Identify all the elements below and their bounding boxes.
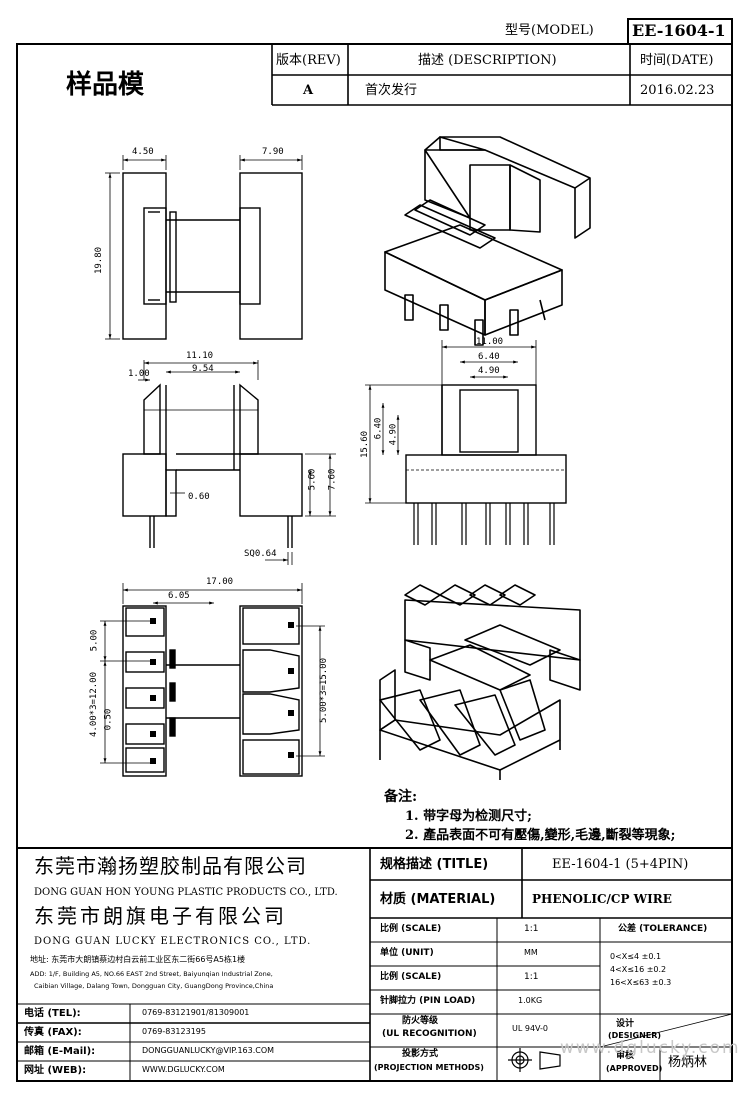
tel-label: 电话 (TEL): xyxy=(24,1008,81,1019)
dim-label: 6.05 xyxy=(168,591,190,601)
scale2-label: 比例 (SCALE) xyxy=(380,972,442,982)
ul-label-en: (UL RECOGNITION) xyxy=(382,1029,477,1039)
tolerance-row: 16<X≤63 ±0.3 xyxy=(610,978,672,987)
designer-label: 设计 xyxy=(616,1019,635,1029)
dim-label: 7.60 xyxy=(327,468,338,491)
ul-label: 防火等级 xyxy=(402,1016,439,1026)
ul-value: UL 94V-0 xyxy=(512,1024,549,1033)
dim-label: 5.00*3=15.00 xyxy=(319,657,330,724)
dim-label: 5.60 xyxy=(307,468,318,491)
projection-label: 投影方式 xyxy=(402,1049,439,1059)
title-value: EE-1604-1 (5+4PIN) xyxy=(552,857,689,872)
isometric-view-top xyxy=(384,136,591,346)
sample-label: 样品模 xyxy=(66,70,145,100)
dim-label: 4.90 xyxy=(478,366,500,376)
unit-label: 单位 (UNIT) xyxy=(380,948,434,958)
dim-label: 9.54 xyxy=(192,364,214,374)
note-1: 1. 带字母为检测尺寸; xyxy=(405,809,532,824)
dim-label: 11.10 xyxy=(186,351,214,361)
title-label: 规格描述 (TITLE) xyxy=(380,857,489,872)
company-en-2: DONG GUAN LUCKY ELECTRONICS CO., LTD. xyxy=(34,936,312,947)
date-header: 时间(DATE) xyxy=(640,53,714,68)
pin-load-label: 针脚拉力 (PIN LOAD) xyxy=(380,996,476,1006)
dim-label: 7.90 xyxy=(262,147,284,157)
pin-load-value: 1.0KG xyxy=(518,996,543,1005)
dim-label: 4.90 xyxy=(388,423,399,446)
email-label: 邮箱 (E-Mail): xyxy=(24,1046,96,1057)
fax-value: 0769-83123195 xyxy=(142,1027,206,1036)
scale-label: 比例 (SCALE) xyxy=(380,924,442,934)
address-en-2: Caibian Village, Dalang Town, Dongguan C… xyxy=(34,982,274,990)
view-top-left xyxy=(105,155,303,340)
dim-label: 19.80 xyxy=(94,246,105,275)
dim-label: 11.00 xyxy=(476,337,504,347)
dim-label: SQ0.64 xyxy=(244,549,277,559)
model-box xyxy=(627,18,733,45)
rev-value: A xyxy=(303,83,314,98)
dim-label: 0.60 xyxy=(188,492,210,502)
email-value[interactable]: DONGGUANLUCKY@VIP.163.COM xyxy=(142,1046,275,1055)
view-bottom xyxy=(100,583,325,777)
view-front xyxy=(365,340,567,545)
desc-header: 描述 (DESCRIPTION) xyxy=(418,53,557,68)
dim-label: 4.50 xyxy=(132,147,154,157)
dim-label: 5.00 xyxy=(89,629,100,652)
unit-value: MM xyxy=(524,948,538,957)
dim-label: 17.00 xyxy=(206,577,234,587)
scale-value: 1:1 xyxy=(524,924,539,934)
approved-label: 审核 xyxy=(616,1051,635,1061)
model-label: 型号(MODEL) xyxy=(505,23,594,38)
approved-label-en: (APPROVED) xyxy=(606,1064,663,1073)
tel-value: 0769-83121901/81309001 xyxy=(142,1008,250,1017)
rev-header: 版本(REV) xyxy=(276,53,341,68)
date-value: 2016.02.23 xyxy=(640,83,715,98)
dim-label: 4.00*3=12.00 xyxy=(89,671,100,738)
notes-title: 备注: xyxy=(384,789,418,805)
dim-label: 1.00 xyxy=(128,369,150,379)
scale2-value: 1:1 xyxy=(524,972,539,982)
tolerance-row: 4<X≤16 ±0.2 xyxy=(610,965,667,974)
isometric-view-bottom xyxy=(379,584,581,780)
tolerance-header: 公差 (TOLERANCE) xyxy=(618,924,708,934)
projection-symbol-icon xyxy=(508,1048,561,1072)
dim-label: 15.60 xyxy=(360,430,371,459)
address-en-1: ADD: 1/F, Building A5, NO.66 EAST 2nd St… xyxy=(30,970,273,978)
model-value: EE-1604-1 xyxy=(632,21,726,40)
title-block xyxy=(17,847,733,1081)
web-value[interactable]: WWW.DGLUCKY.COM xyxy=(142,1065,225,1074)
projection-label-en: (PROJECTION METHODS) xyxy=(374,1063,484,1072)
material-value: PHENOLIC/CP WIRE xyxy=(532,892,672,906)
web-label: 网址 (WEB): xyxy=(24,1065,87,1076)
fax-label: 传真 (FAX): xyxy=(24,1027,82,1038)
company-cn-2: 东莞市朗旗电子有限公司 xyxy=(34,904,287,928)
tolerance-row: 0<X≤4 ±0.1 xyxy=(610,952,662,961)
dim-label: 0.50 xyxy=(103,708,114,731)
address-cn: 地址: 东莞市大朗镇蔡边村白云前工业区东二街66号A5栋1楼 xyxy=(30,955,246,964)
dim-label: 6.40 xyxy=(373,417,384,440)
material-label: 材质 (MATERIAL) xyxy=(380,892,496,907)
designer-label-en: (DESIGNER) xyxy=(608,1031,662,1040)
company-en-1: DONG GUAN HON YOUNG PLASTIC PRODUCTS CO.… xyxy=(34,887,338,898)
company-cn-1: 东莞市瀚扬塑胶制品有限公司 xyxy=(34,854,307,878)
dim-label: 6.40 xyxy=(478,352,500,362)
desc-value: 首次发行 xyxy=(365,83,418,98)
approved-value: 杨炳林 xyxy=(668,1055,708,1070)
outer-frame xyxy=(16,43,733,1082)
view-side xyxy=(122,360,336,565)
note-2: 2. 產品表面不可有壓傷,變形,毛邊,斷裂等現象; xyxy=(405,828,676,843)
watermark: www.dglucky.com xyxy=(560,1038,741,1058)
